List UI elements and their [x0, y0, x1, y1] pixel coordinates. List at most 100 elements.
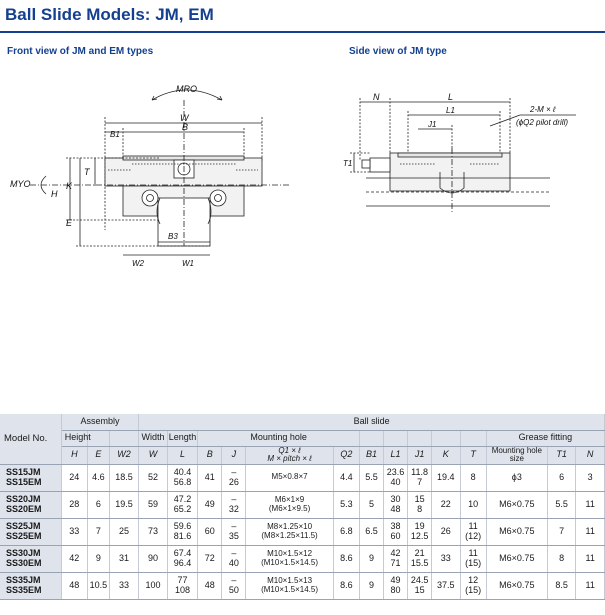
- sym-q2: Q2: [333, 446, 361, 465]
- sym-j: J: [221, 446, 247, 465]
- cell-t: 12(15): [460, 572, 487, 600]
- cell-w: 73: [138, 518, 168, 546]
- cell-t: 11(12): [460, 518, 487, 546]
- header-length: Length: [167, 430, 199, 447]
- cell-hole: M6×0.75: [486, 491, 548, 519]
- sym-l: L: [167, 446, 199, 465]
- header-model-no: Model No.: [0, 414, 62, 465]
- cell-w2: 18.5: [109, 464, 140, 492]
- dim-b1: B1: [110, 130, 120, 139]
- cell-b: 49: [197, 491, 223, 519]
- cell-n: 11: [575, 491, 605, 519]
- cell-w2: 25: [109, 518, 140, 546]
- cell-m: M8×1.25×10(M8×1.25×11.5): [245, 518, 334, 546]
- dim-t1: T1: [343, 159, 352, 168]
- cell-w: 90: [138, 545, 168, 573]
- header-ball-slide: Ball slide: [138, 414, 605, 431]
- cell-n: 11: [575, 518, 605, 546]
- dim-w: W: [180, 113, 190, 123]
- cell-h: 48: [61, 572, 88, 600]
- dim-l1: L1: [446, 106, 455, 115]
- side-view-drawing: N L L1 J1 T1 2-M × ℓ (ϕQ2 pilot drill): [343, 92, 576, 213]
- cell-j: –50: [221, 572, 247, 600]
- cell-hole: M6×0.75: [486, 545, 548, 573]
- cell-k: 37.5: [431, 572, 461, 600]
- header-height: Height: [61, 430, 91, 447]
- sym-h: H: [61, 446, 88, 465]
- cell-t1: 7: [547, 518, 577, 546]
- cell-t1: 5.5: [547, 491, 577, 519]
- dim-h: H: [51, 189, 58, 199]
- cell-m: M10×1.5×12(M10×1.5×14.5): [245, 545, 334, 573]
- cell-b1: 5: [359, 491, 385, 519]
- sym-k: K: [431, 446, 461, 465]
- header-assembly: Assembly: [61, 414, 140, 431]
- cell-j: –32: [221, 491, 247, 519]
- side-view-label: Side view of JM type: [349, 46, 447, 57]
- header-grease-fitting: Grease fitting: [486, 430, 605, 447]
- dim-b: B: [182, 122, 188, 132]
- cell-n: 11: [575, 545, 605, 573]
- cell-n: 3: [575, 464, 605, 492]
- dim-myo: MYO: [10, 179, 31, 189]
- cell-k: 19.4: [431, 464, 461, 492]
- sym-b: B: [197, 446, 223, 465]
- page-title: Ball Slide Models: JM, EM: [5, 5, 214, 24]
- cell-b1: 5.5: [359, 464, 385, 492]
- dim-l: L: [448, 92, 453, 102]
- dim-e: E: [66, 218, 73, 228]
- spec-table: Model No. Assembly Ball slide Height Wid…: [0, 414, 605, 600]
- dim-k: K: [66, 181, 73, 191]
- cell-e: 7: [87, 518, 110, 546]
- header-width: Width: [138, 430, 168, 447]
- cell-w: 52: [138, 464, 168, 492]
- cell-e: 10.5: [87, 572, 110, 600]
- sym-l1: L1: [383, 446, 409, 465]
- dim-t: T: [84, 167, 91, 177]
- sym-w2: W2: [109, 446, 140, 465]
- cell-k: 26: [431, 518, 461, 546]
- cell-w2: 31: [109, 545, 140, 573]
- cell-w: 100: [138, 572, 168, 600]
- cell-m: M6×1×9(M6×1×9.5): [245, 491, 334, 519]
- cell-t1: 8.5: [547, 572, 577, 600]
- cell-j: –40: [221, 545, 247, 573]
- note-line1: 2-M × ℓ: [529, 105, 556, 114]
- cell-e: 9: [87, 545, 110, 573]
- cell-h: 33: [61, 518, 88, 546]
- cell-t: 10: [460, 491, 487, 519]
- cell-hole: ϕ3: [486, 464, 548, 492]
- cell-b: 48: [197, 572, 223, 600]
- cell-b: 72: [197, 545, 223, 573]
- sym-t1: T1: [547, 446, 577, 465]
- front-view-label: Front view of JM and EM types: [7, 46, 154, 57]
- front-view-drawing: MRO W B B1 T K H E MYO B3 W2 W1: [10, 84, 290, 268]
- sym-n: N: [575, 446, 605, 465]
- cell-k: 22: [431, 491, 461, 519]
- dim-n: N: [373, 92, 380, 102]
- cell-hole: M6×0.75: [486, 518, 548, 546]
- cell-e: 6: [87, 491, 110, 519]
- dim-b3: B3: [168, 232, 178, 241]
- cell-w2: 33: [109, 572, 140, 600]
- cell-j: –35: [221, 518, 247, 546]
